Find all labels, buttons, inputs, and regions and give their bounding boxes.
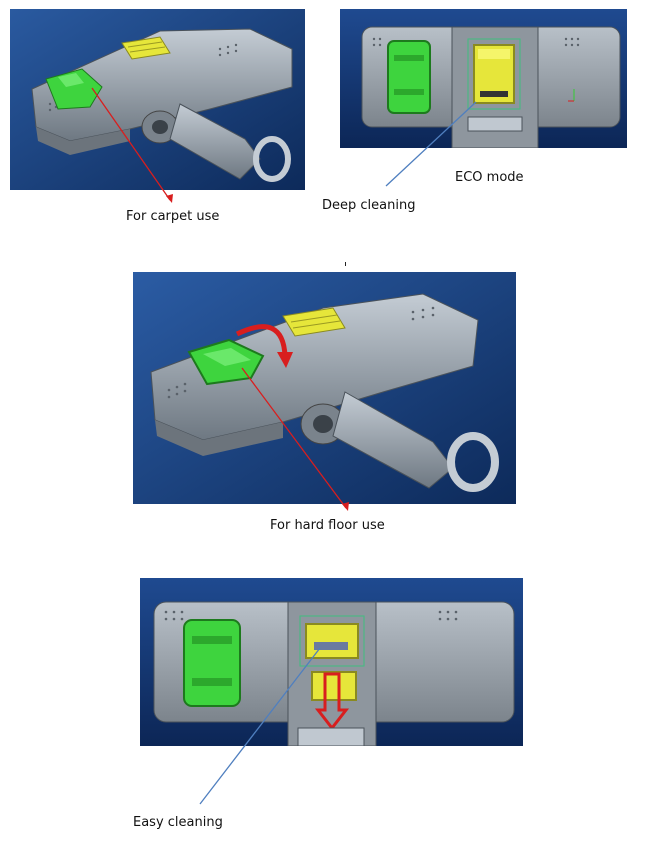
stray-mark: [345, 262, 346, 266]
caption-hard-floor-use: For hard floor use: [270, 518, 385, 533]
panel-hard-floor-mode: [133, 272, 516, 504]
caption-easy-cleaning: Easy cleaning: [133, 815, 223, 830]
panel-easy-cleaning: [140, 578, 523, 746]
caption-eco-mode: ECO mode: [455, 170, 524, 185]
panel-carpet-mode: [10, 9, 305, 190]
caption-deep-cleaning: Deep cleaning: [322, 198, 416, 213]
panel-eco-mode: [340, 9, 627, 148]
caption-carpet-use: For carpet use: [126, 209, 220, 224]
